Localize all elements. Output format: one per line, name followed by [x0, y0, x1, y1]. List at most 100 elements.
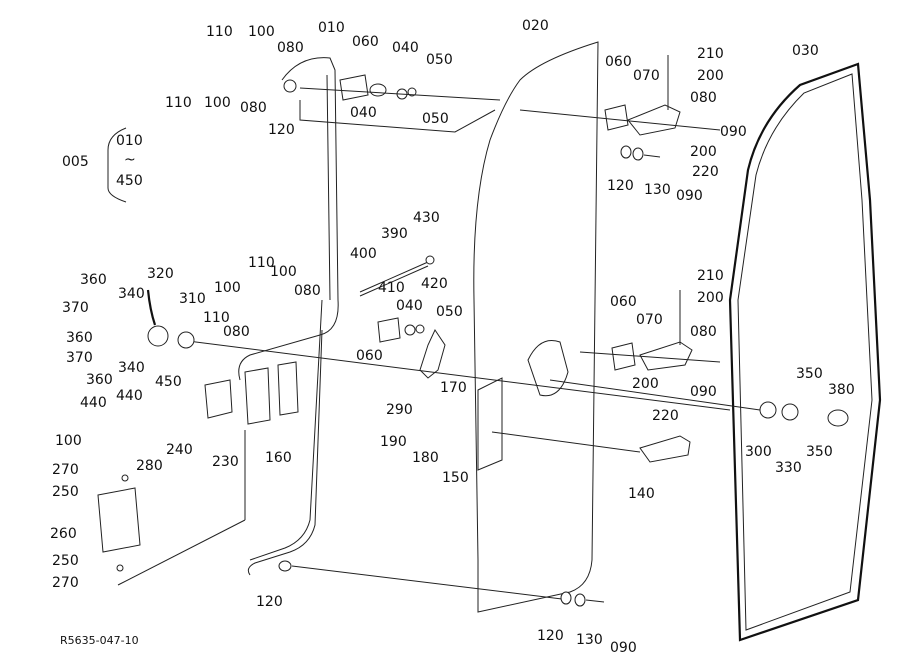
label-010: 010	[318, 20, 345, 36]
nut-050-top	[407, 87, 417, 97]
right-upper-hinge-arm	[627, 104, 681, 136]
latch-handle-320	[146, 289, 157, 326]
label-050: 050	[426, 52, 453, 68]
label-190: 190	[380, 434, 407, 450]
label-140: 140	[628, 486, 655, 502]
label-110: 110	[248, 255, 275, 271]
label-130: 130	[576, 632, 603, 648]
label-050: 050	[436, 304, 463, 320]
washer-330	[781, 403, 799, 421]
label-130: 130	[644, 182, 671, 198]
right-lower-hinge-arm	[639, 341, 693, 371]
label-060: 060	[610, 294, 637, 310]
assembly-bracket	[107, 127, 127, 203]
label-210: 210	[697, 46, 724, 62]
washer-120-bottom	[560, 591, 572, 605]
label-410: 410	[378, 280, 405, 296]
label-200: 200	[690, 144, 717, 160]
label-200: 200	[632, 376, 659, 392]
label-090: 090	[720, 124, 747, 140]
label-080: 080	[277, 40, 304, 56]
label-070: 070	[636, 312, 663, 328]
label-440: 440	[80, 395, 107, 411]
label-430: 430	[413, 210, 440, 226]
lower-frame-tube	[247, 329, 323, 576]
dash-lever	[491, 431, 641, 453]
label-440: 440	[116, 388, 143, 404]
main-frame-tube-side	[249, 74, 331, 561]
inner-lever-140	[639, 435, 691, 463]
label-040: 040	[392, 40, 419, 56]
label-240: 240	[166, 442, 193, 458]
label-380: 380	[828, 382, 855, 398]
bushing-120-top	[283, 79, 297, 93]
label-310: 310	[179, 291, 206, 307]
label-070: 070	[633, 68, 660, 84]
latch-disc-310	[177, 331, 195, 349]
label-420: 420	[421, 276, 448, 292]
label-300: 300	[745, 444, 772, 460]
mid-bracket-plate	[377, 317, 401, 343]
handle-cutout	[527, 340, 569, 397]
label-330: 330	[775, 460, 802, 476]
label-110: 110	[165, 95, 192, 111]
label-400: 400	[350, 246, 377, 262]
label-250: 250	[52, 484, 79, 500]
label-020: 020	[522, 18, 549, 34]
label-360: 360	[86, 372, 113, 388]
label-100: 100	[214, 280, 241, 296]
label-120: 120	[268, 122, 295, 138]
label-040: 040	[396, 298, 423, 314]
label-110: 110	[206, 24, 233, 40]
label-060: 060	[356, 348, 383, 364]
washer-130-right	[632, 147, 644, 161]
right-lower-hinge-plate	[611, 342, 636, 371]
label-340: 340	[118, 360, 145, 376]
washer-120-right	[620, 145, 632, 159]
label-200: 200	[697, 290, 724, 306]
label-005: 005	[62, 154, 89, 170]
label-450: 450	[155, 374, 182, 390]
label-370: 370	[62, 300, 89, 316]
label-assembly-sep: ~	[124, 152, 136, 168]
door-glass-panel	[473, 41, 599, 613]
label-assembly-bottom: 450	[116, 173, 143, 189]
latch-plate-160b	[277, 361, 299, 416]
hinge-arm-290	[419, 328, 446, 379]
label-350: 350	[796, 366, 823, 382]
dash-handle	[549, 379, 761, 411]
hinge-pin-upper	[299, 87, 501, 101]
screw-270-top	[121, 474, 129, 482]
dash-lower-pin	[291, 565, 571, 601]
upper-hinge-bracket	[339, 74, 369, 101]
washer-130-bottom	[574, 593, 586, 607]
label-080: 080	[294, 283, 321, 299]
label-120: 120	[256, 594, 283, 610]
bushing-120-lower	[278, 560, 292, 572]
door-frame-seal-outer	[728, 62, 882, 642]
label-100: 100	[55, 433, 82, 449]
label-110: 110	[203, 310, 230, 326]
nut-050-mid	[415, 324, 425, 334]
label-030: 030	[792, 43, 819, 59]
label-280: 280	[136, 458, 163, 474]
label-220: 220	[652, 408, 679, 424]
label-080: 080	[240, 100, 267, 116]
bolt-090-right	[643, 154, 661, 158]
label-270: 270	[52, 462, 79, 478]
washer-040-mid	[404, 324, 416, 336]
label-100: 100	[204, 95, 231, 111]
latch-hub	[147, 325, 169, 347]
label-180: 180	[412, 450, 439, 466]
label-090: 090	[676, 188, 703, 204]
label-080: 080	[690, 324, 717, 340]
label-120: 120	[537, 628, 564, 644]
label-090: 090	[610, 640, 637, 656]
label-360: 360	[80, 272, 107, 288]
lock-rod-400	[359, 261, 429, 293]
pivot-axis-line	[179, 339, 731, 411]
label-360: 360	[66, 330, 93, 346]
label-100: 100	[248, 24, 275, 40]
label-260: 260	[50, 526, 77, 542]
